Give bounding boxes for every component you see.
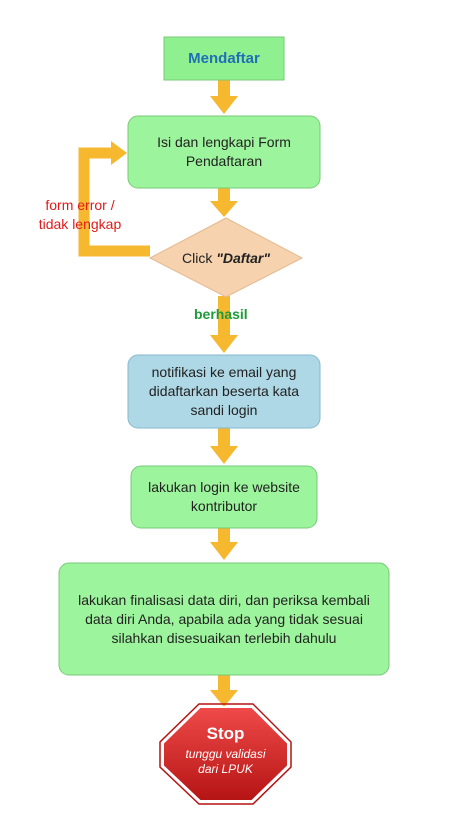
- arrow-form-to-decision: [210, 188, 238, 217]
- stop-subtitle-line1: tunggu validasi: [185, 747, 266, 761]
- success-label: berhasil: [194, 306, 248, 322]
- arrow-login-to-finalize: [210, 528, 238, 560]
- login-label: lakukan login ke website kontributor: [148, 479, 300, 514]
- arrow-decision-to-notification: [210, 296, 238, 353]
- decision-label: Click "Daftar": [150, 238, 302, 278]
- arrow-finalize-to-stop: [210, 675, 238, 707]
- stop-octagon: [162, 706, 289, 802]
- stop-title: Stop: [206, 724, 245, 743]
- decision-label-emphasis: "Daftar": [216, 249, 270, 266]
- arrow-loop-back: [78, 147, 150, 257]
- stop-subtitle: tunggu validasi dari LPUK: [163, 747, 288, 777]
- arrow-notification-to-login: [210, 428, 238, 464]
- fill-form-box: [127, 115, 321, 189]
- start-label: Mendaftar: [188, 50, 260, 67]
- notification-box: [127, 354, 321, 429]
- arrow-loop-head: [111, 141, 127, 165]
- finalize-box: [58, 562, 390, 676]
- decision-diamond: [148, 217, 304, 298]
- finalize-label: lakukan finalisasi data diri, dan periks…: [78, 591, 370, 646]
- error-label-line1: form error /: [45, 197, 115, 213]
- notification-label: notifikasi ke email yang didaftarkan bes…: [148, 364, 300, 418]
- error-label-line2: tidak lengkap: [38, 216, 122, 232]
- fill-form-label: Isi dan lengkapi Form Pendaftaran: [157, 134, 291, 169]
- decision-label-prefix: Click: [182, 249, 217, 266]
- arrow-start-to-form: [210, 80, 238, 114]
- start-box: [163, 36, 285, 81]
- login-box: [130, 465, 318, 529]
- connector-arrows: [78, 80, 238, 707]
- error-label: form error / tidak lengkap: [20, 196, 140, 234]
- stop-subtitle-line2: dari LPUK: [198, 762, 253, 776]
- stop-octagon-outline: [159, 703, 292, 805]
